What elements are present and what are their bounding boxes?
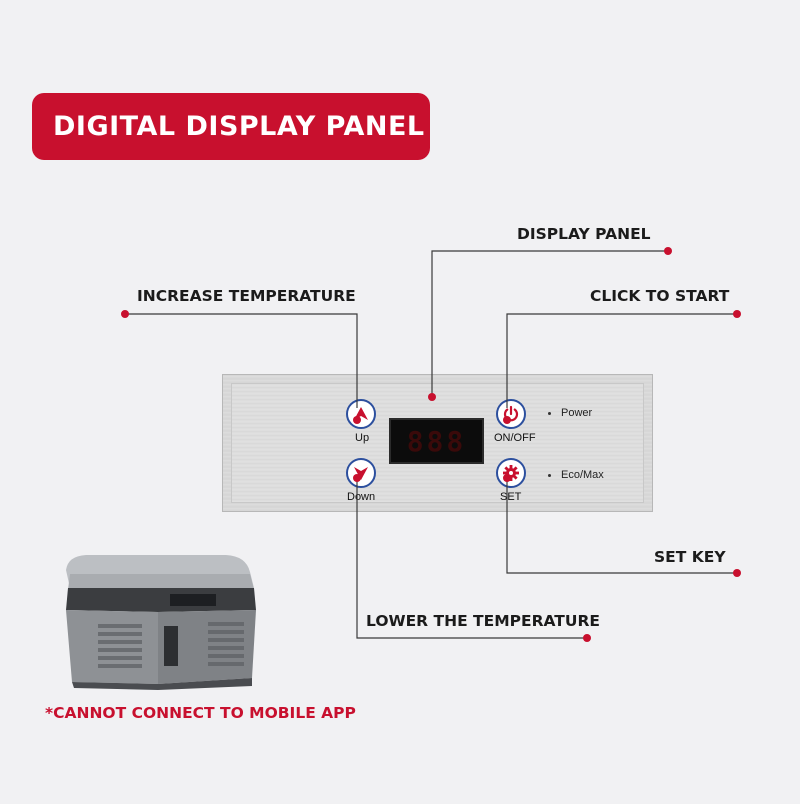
up-button-marker [353, 416, 361, 424]
display-panel-marker [428, 393, 436, 401]
down-button-label: Down [347, 491, 376, 503]
set-key-end-dot [733, 569, 741, 577]
power-icon [503, 405, 519, 422]
lower-temperature-end-dot [583, 634, 591, 642]
display-panel-callout: DISPLAY PANEL [517, 225, 651, 243]
eco-max-indicator-label: Eco/Max [561, 469, 604, 481]
display-panel-end-dot [664, 247, 672, 255]
temperature-display: 888 [389, 418, 484, 464]
power-indicator-label: Power [561, 407, 593, 419]
lower-temperature-leader [356, 478, 587, 639]
power-button-label: ON/OFF [494, 432, 536, 444]
click-to-start-callout: CLICK TO START [590, 287, 730, 305]
title-badge: DIGITAL DISPLAY PANEL [32, 93, 430, 160]
set-button[interactable] [496, 458, 526, 488]
down-button[interactable] [346, 458, 376, 488]
arrow-down-icon [354, 467, 368, 480]
set-key-leader [506, 478, 737, 574]
increase-temperature-end-dot [121, 310, 129, 318]
power-button-marker [503, 416, 511, 424]
power-button[interactable] [496, 399, 526, 429]
up-button-label: Up [355, 432, 370, 444]
up-button[interactable] [346, 399, 376, 429]
set-key-callout: SET KEY [654, 548, 726, 566]
app-compatibility-note: *CANNOT CONNECT TO MOBILE APP [45, 704, 356, 722]
down-button-marker [353, 474, 361, 482]
portable-fridge-image [66, 555, 256, 690]
increase-temperature-leader [125, 313, 358, 408]
click-to-start-leader [506, 313, 737, 408]
display-panel-leader [431, 250, 668, 400]
page-title: DIGITAL DISPLAY PANEL [53, 111, 425, 142]
lower-temperature-callout: LOWER THE TEMPERATURE [366, 612, 600, 630]
eco-max-indicator-dot [548, 474, 551, 477]
set-button-label: SET [500, 491, 522, 503]
click-to-start-end-dot [733, 310, 741, 318]
increase-temperature-callout: INCREASE TEMPERATURE [137, 287, 356, 305]
set-button-marker [503, 474, 511, 482]
power-indicator-dot [548, 412, 551, 415]
